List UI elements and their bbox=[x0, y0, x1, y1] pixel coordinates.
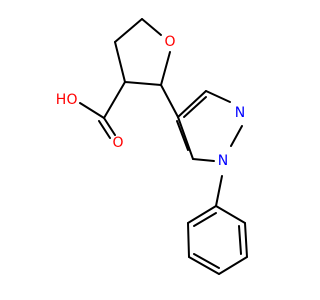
bond-c5p-c4p bbox=[177, 116, 194, 160]
bond-c4p-c3p bbox=[177, 90, 207, 118]
bond-carbonyl-a bbox=[103, 117, 116, 136]
bond-ph-6-inner bbox=[193, 212, 217, 227]
pyrazole-n2-label: N bbox=[235, 105, 245, 121]
hydroxyl-o-label: O bbox=[66, 92, 77, 108]
bond-c5-c4 bbox=[114, 18, 143, 43]
bond-n2-n1 bbox=[230, 125, 243, 147]
bond-c4p-c3p-inner bbox=[183, 96, 207, 118]
bond-c5p-c4p-inner bbox=[176, 120, 189, 151]
bond-c4-c3 bbox=[114, 41, 126, 83]
bond-ph-4 bbox=[188, 256, 220, 275]
ring-oxygen-label: O bbox=[164, 34, 175, 50]
bond-c3-c2 bbox=[124, 81, 162, 86]
bond-ph-5 bbox=[187, 222, 190, 258]
bond-ph-6 bbox=[187, 205, 217, 224]
pyrazole-n1-label: N bbox=[218, 153, 228, 169]
molecule-canvas: O H O O N N bbox=[55, 18, 248, 275]
bond-ph-3 bbox=[218, 256, 248, 275]
bond-ph-1 bbox=[215, 205, 246, 224]
carbonyl-oxygen-label: O bbox=[112, 135, 123, 151]
bond-c3-carboxyl bbox=[103, 81, 126, 119]
bond-ph-2 bbox=[244, 222, 248, 258]
bond-ph-4-inner bbox=[193, 253, 220, 269]
bond-carboxyl-oh bbox=[79, 102, 105, 119]
bond-n1-phenyl bbox=[215, 175, 223, 207]
bond-c3p-n2 bbox=[205, 90, 231, 103]
molecule-structure: O H O O N N bbox=[56, 18, 248, 275]
bonds bbox=[79, 18, 248, 275]
atom-labels: O H O O N N bbox=[56, 34, 246, 169]
bond-ph-2-inner bbox=[238, 225, 242, 255]
bond-c2-pyrazole bbox=[160, 84, 179, 118]
bond-c2-o1 bbox=[160, 51, 171, 86]
bond-o1-c5 bbox=[141, 18, 162, 36]
bond-n1-c5p bbox=[192, 158, 215, 162]
bond-carbonyl-b bbox=[98, 120, 111, 139]
hydroxyl-h-label: H bbox=[56, 92, 67, 108]
